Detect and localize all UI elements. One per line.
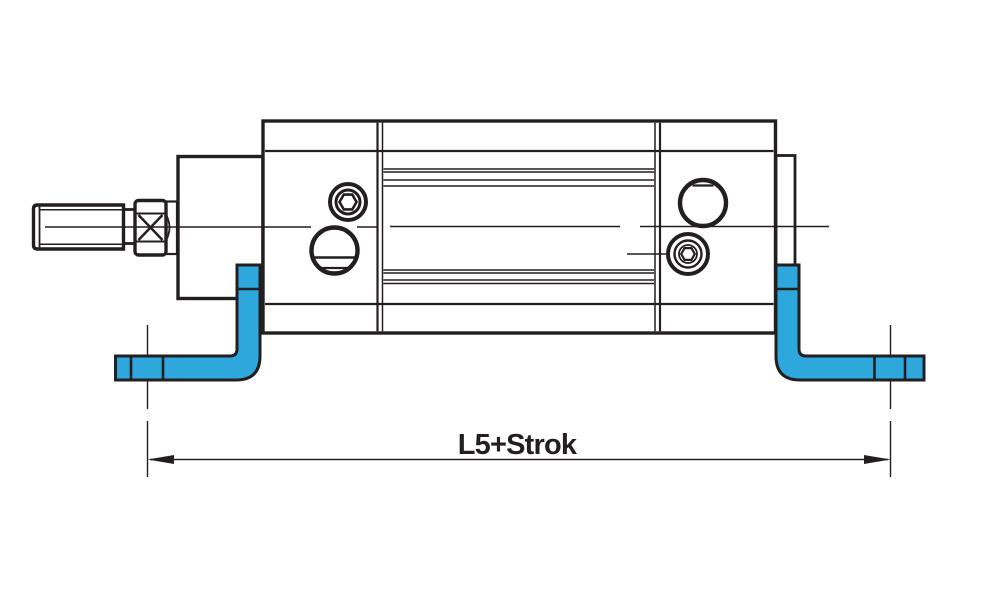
dimension-arrow-left [147, 455, 174, 464]
dimension-arrow-right [864, 455, 891, 464]
right-foot-bracket-shape [774, 263, 926, 382]
left-foot-bracket [114, 263, 262, 382]
front-socket-screw-outer [328, 182, 368, 222]
dimension-l5-strok: L5+Strok [147, 429, 891, 464]
centerlines [45, 225, 892, 477]
front-socket-screw-hex [337, 193, 358, 211]
rear-socket-screw-outer [666, 232, 710, 276]
front-socket-screw-ring [334, 188, 362, 216]
barrel-tie-rods [383, 168, 654, 285]
front-cap-details [309, 182, 368, 276]
dimension-label: L5+Strok [458, 429, 578, 461]
rear-socket-screw-hex [679, 247, 697, 261]
cylinder-axis-centerline [45, 225, 829, 228]
front-port [309, 225, 360, 276]
right-foot-bracket [774, 263, 926, 382]
rear-socket-screw-ring [673, 239, 703, 269]
rear-socket-screw-inner [678, 244, 698, 264]
rod-wrench-flats [133, 198, 179, 257]
